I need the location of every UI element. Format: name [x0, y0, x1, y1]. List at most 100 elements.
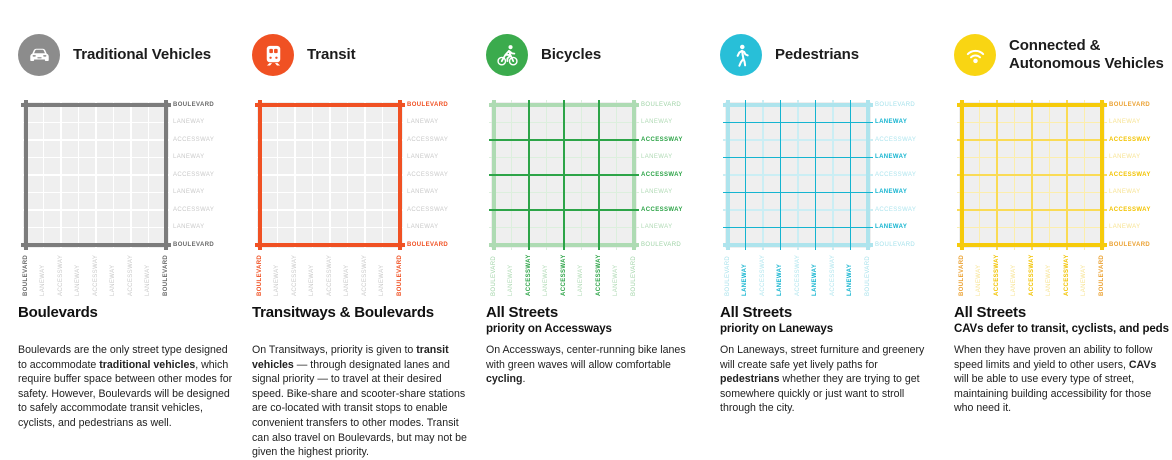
body-text-segment: — through designated lanes and signal pr…	[252, 358, 467, 459]
street-label-right: ACCESSWAY	[407, 206, 449, 213]
street-line-v	[797, 100, 799, 250]
body-text-segment: whether they are trying to get somewhere…	[720, 373, 920, 415]
street-label-right: BOULEVARD	[641, 241, 682, 248]
street-line-v	[364, 100, 366, 250]
street-line-v	[814, 100, 817, 250]
street-label-bottom: BOULEVARD	[256, 254, 263, 296]
street-label-bottom: LANEWAY	[812, 263, 818, 296]
body-text-segment: cycling	[486, 373, 523, 386]
street-label-bottom: LANEWAY	[777, 263, 783, 296]
street-line-h	[957, 103, 1107, 107]
mode-title: Bicycles	[541, 46, 602, 64]
street-line-h	[255, 103, 405, 107]
section-heading: Boulevards	[18, 304, 98, 321]
street-grid-diagram: BOULEVARD BOULEVARD LANEWAY LANEWAY ACCESSWA…	[723, 100, 953, 302]
street-line-v	[24, 100, 28, 250]
body-text-segment: Boulevards are the only street type desi…	[18, 344, 228, 371]
street-line-h	[21, 243, 171, 247]
street-label-bottom: LANEWAY	[1011, 264, 1017, 296]
street-label-right: ACCESSWAY	[641, 171, 683, 178]
street-label-bottom: BOULEVARD	[1098, 254, 1105, 296]
column-header: Pedestrians	[720, 34, 859, 76]
street-label-right: BOULEVARD	[875, 101, 916, 108]
street-label-bottom: LANEWAY	[1081, 264, 1087, 296]
street-line-v	[726, 100, 730, 250]
street-label-bottom: ACCESSWAY	[57, 254, 64, 296]
street-line-v	[147, 100, 150, 250]
street-label-bottom: ACCESSWAY	[291, 254, 298, 296]
body-paragraph: On Transitways, priority is given to tra…	[252, 343, 471, 460]
street-label-right: BOULEVARD	[875, 241, 916, 248]
street-line-v	[1100, 100, 1104, 250]
street-line-h	[723, 209, 873, 211]
street-line-v	[112, 100, 115, 250]
heading-block: Boulevards	[18, 304, 237, 343]
street-label-bottom: LANEWAY	[75, 264, 81, 296]
heading-block: All Streets priority on Accessways	[486, 304, 705, 343]
street-label-bottom: LANEWAY	[110, 264, 116, 296]
street-label-right: BOULEVARD	[641, 101, 682, 108]
street-label-right: ACCESSWAY	[875, 171, 917, 178]
street-label-bottom: ACCESSWAY	[993, 254, 1000, 296]
street-line-h	[255, 191, 405, 194]
section-heading: Transitways & Boulevards	[252, 304, 434, 321]
street-label-right: ACCESSWAY	[173, 206, 215, 213]
street-line-h	[255, 209, 405, 211]
street-label-bottom: LANEWAY	[847, 263, 853, 296]
heading-block: Transitways & Boulevards	[252, 304, 471, 343]
street-label-right: ACCESSWAY	[641, 206, 683, 213]
street-label-right: LANEWAY	[1109, 189, 1141, 195]
street-label-bottom: LANEWAY	[543, 264, 549, 296]
street-label-bottom: LANEWAY	[145, 264, 151, 296]
section-subheading: CAVs defer to transit, cyclists, and ped…	[954, 323, 1169, 335]
street-label-bottom: BOULEVARD	[630, 255, 637, 296]
street-line-h	[723, 103, 873, 107]
street-label-bottom: ACCESSWAY	[1063, 254, 1070, 296]
street-label-bottom: LANEWAY	[742, 263, 748, 296]
street-label-right: BOULEVARD	[173, 101, 215, 108]
street-line-v	[1030, 100, 1034, 250]
train-icon	[252, 34, 294, 76]
body-paragraph: On Accessways, center-running bike lanes…	[486, 343, 705, 387]
street-label-right: LANEWAY	[173, 189, 205, 195]
street-label-right: LANEWAY	[875, 224, 908, 230]
section-heading: All Streets	[720, 304, 792, 321]
street-line-h	[957, 208, 1107, 212]
street-label-right: ACCESSWAY	[407, 136, 449, 143]
column-text: All Streets CAVs defer to transit, cycli…	[954, 304, 1172, 416]
street-grid-diagram: BOULEVARD BOULEVARD LANEWAY LANEWAY ACCESSWA…	[957, 100, 1172, 302]
street-label-right: LANEWAY	[173, 119, 205, 125]
street-label-bottom: ACCESSWAY	[560, 254, 567, 296]
heading-block: All Streets priority on Laneways	[720, 304, 939, 343]
column-header: Traditional Vehicles	[18, 34, 211, 76]
street-label-bottom: BOULEVARD	[958, 254, 965, 296]
street-line-h	[21, 226, 171, 229]
street-label-right: ACCESSWAY	[641, 136, 683, 143]
street-label-bottom: ACCESSWAY	[92, 254, 99, 296]
street-label-right: ACCESSWAY	[1109, 136, 1151, 143]
street-label-right: LANEWAY	[875, 119, 908, 125]
body-text-segment: , which require buffer space between oth…	[18, 358, 233, 430]
street-label-right: LANEWAY	[1109, 119, 1141, 125]
street-label-bottom: ACCESSWAY	[326, 254, 333, 296]
street-line-h	[723, 156, 873, 159]
street-line-v	[258, 100, 262, 250]
street-line-v	[346, 100, 349, 250]
mode-column: Connected & Autonomous Vehicles BOULEVAR…	[954, 0, 1172, 448]
street-label-bottom: BOULEVARD	[490, 255, 497, 296]
body-text-segment: traditional vehicles	[99, 358, 196, 371]
street-label-bottom: BOULEVARD	[864, 255, 871, 296]
mode-title: Traditional Vehicles	[73, 46, 212, 64]
street-label-right: BOULEVARD	[407, 241, 449, 248]
column-text: Transitways & Boulevards On Transitways,…	[252, 304, 471, 460]
heading-block: All Streets CAVs defer to transit, cycli…	[954, 304, 1172, 343]
street-label-bottom: LANEWAY	[274, 264, 280, 296]
street-label-bottom: ACCESSWAY	[595, 254, 602, 296]
body-paragraph: On Laneways, street furniture and greene…	[720, 343, 939, 416]
street-line-v	[866, 100, 870, 250]
street-line-v	[329, 100, 331, 250]
body-text-segment: On Accessways, center-running bike lanes…	[486, 344, 686, 371]
